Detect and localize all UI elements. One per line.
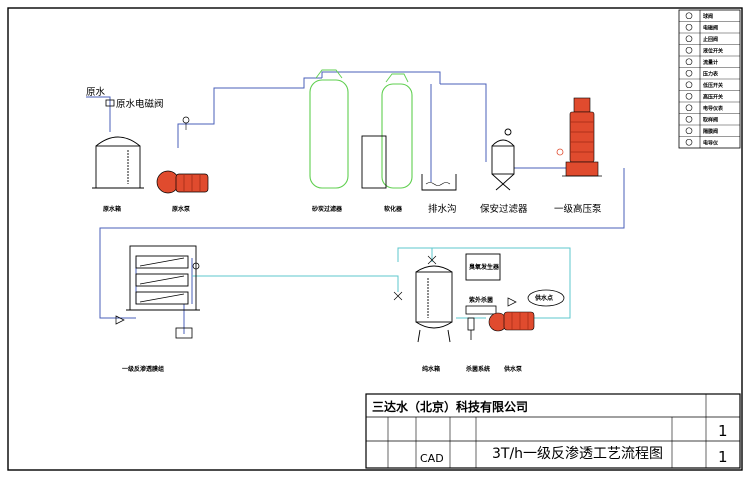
legend-item-label: 电导仪表 [703, 105, 724, 112]
raw-water-solenoid-valve [105, 99, 115, 107]
legend-symbol-icon [685, 115, 693, 123]
legend-symbol-icon [685, 58, 693, 66]
ro-conductivity-meter [175, 262, 200, 339]
raw-pump-pressure-gauge [182, 116, 190, 130]
legend-symbol-icon [685, 92, 693, 100]
ro-membrane-unit [126, 245, 200, 311]
legend-item-label: 液位开关 [703, 47, 723, 54]
drain-label: 排水沟 [428, 203, 457, 215]
raw-tank-label: 原水箱 [103, 205, 121, 213]
softener-column [381, 73, 413, 189]
legend-item-label: 止回阀 [703, 36, 718, 43]
legend-item-label: 电导仪 [703, 139, 719, 146]
legend-item-label: 电磁阀 [703, 24, 718, 31]
raw-pump-label: 原水泵 [172, 205, 191, 213]
drawing-title: 3T/h一级反渗透工艺流程图 [492, 446, 663, 462]
raw-water-valve-label: 原水电磁阀 [116, 98, 164, 110]
legend-symbol-icon [685, 127, 693, 135]
legend-symbol-icon [685, 12, 693, 20]
brine-tank [361, 135, 387, 189]
sheet-number: 1 [718, 422, 728, 440]
supply-pump [488, 311, 535, 332]
legend-symbol-icon [685, 69, 693, 77]
high-pressure-pump [562, 97, 602, 177]
legend-symbol-icon [685, 104, 693, 112]
legend-item-label: 低压开关 [702, 82, 723, 89]
drawing-frame [7, 7, 743, 471]
dosing-label: 杀菌系统 [466, 365, 490, 373]
legend-symbol-icon [685, 23, 693, 31]
company-name: 三达水（北京）科技有限公司 [372, 399, 528, 414]
legend-item-label: 取样阀 [703, 116, 718, 123]
legend-item-label: 流量计 [703, 59, 718, 66]
inline-valves [115, 255, 517, 325]
raw-water-label: 原水 [86, 86, 106, 98]
drain-basin [421, 174, 457, 191]
sheet-total: 1 [718, 448, 728, 466]
raw-water-tank [92, 136, 144, 189]
sand-filter-label: 砂炭过滤器 [311, 205, 343, 213]
ozone-label: 臭氧发生器 [469, 263, 500, 271]
supply-point-label: 供水点 [534, 294, 553, 302]
pure-water-tank [415, 265, 453, 343]
hp-pump-gauge [556, 148, 564, 156]
security-filter-label: 保安过滤器 [480, 203, 528, 215]
legend-symbol-icon [685, 81, 693, 89]
ozone-generator [465, 253, 501, 281]
product-pipeline [192, 247, 571, 319]
legend-item-label: 球阀 [703, 13, 713, 20]
supply-pump-label: 供水泵 [503, 365, 523, 373]
sand-carbon-filter [309, 69, 349, 189]
security-filter [491, 128, 515, 191]
dosing-system [467, 317, 475, 340]
legend-item-label: 隔膜阀 [703, 128, 718, 135]
legend-symbol-icon [685, 46, 693, 54]
uv-sterilizer [465, 305, 497, 315]
legend-item-label: 高压开关 [703, 93, 723, 100]
software-label: CAD [420, 452, 444, 465]
uv-label: 紫外杀菌 [469, 296, 493, 304]
legend-symbol-icon [685, 35, 693, 43]
hp-pump-label: 一级高压泵 [554, 203, 602, 215]
ro-unit-label: 一级反渗透膜组 [122, 365, 164, 373]
title-block: 三达水（北京）科技有限公司 CAD 3T/h一级反渗透工艺流程图 1 1 [365, 393, 741, 469]
pure-tank-label: 纯水箱 [422, 365, 440, 373]
softener-label: 软化器 [384, 205, 403, 213]
raw-water-pump [156, 170, 209, 194]
legend-symbol-icon [685, 138, 693, 146]
main-pipeline [86, 71, 625, 334]
legend-item-label: 压力表 [703, 70, 719, 77]
supply-point-bubble [527, 289, 565, 307]
